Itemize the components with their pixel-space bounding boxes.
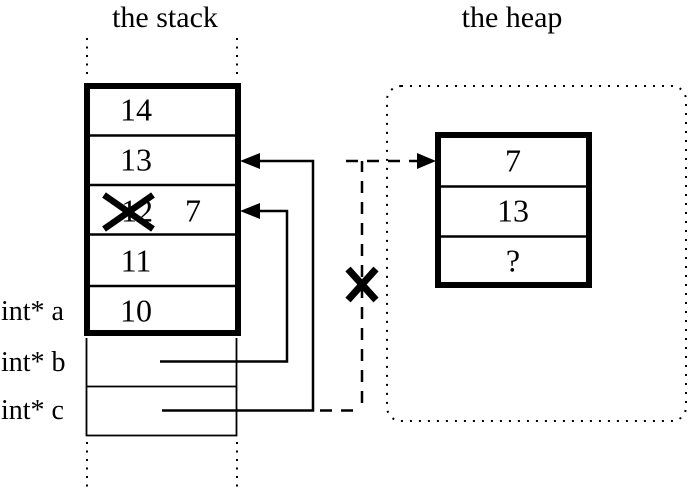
pointer-label-c: int* c <box>1 395 64 426</box>
stack-title: the stack <box>112 1 218 34</box>
heap-cell-value: ? <box>505 242 521 279</box>
pointer-c-wire <box>162 159 315 412</box>
pointer-b-arrowhead-icon <box>240 203 260 219</box>
heap-region-dotted-outline <box>386 85 687 422</box>
stack-cell-value: 13 <box>120 141 152 178</box>
stack-frame-box <box>84 83 241 336</box>
heap-block-box <box>435 132 592 288</box>
crossed-out-pointer-x-icon <box>345 266 379 303</box>
stack-cell-old-value-crossed: 12 <box>121 192 153 229</box>
stack-cell-value: 14 <box>120 91 152 128</box>
pointer-c-arrowhead-icon <box>240 153 260 169</box>
crossed-out-value-x-icon <box>102 192 155 232</box>
pointer-label-a: int* a <box>1 296 64 327</box>
stack-cell-new-value: 7 <box>185 192 201 229</box>
heap-cell-value: 13 <box>497 192 529 229</box>
heap-title: the heap <box>461 1 563 34</box>
dangling-pointer-dashed-wire <box>320 159 418 412</box>
stack-cell-value: 11 <box>120 242 152 279</box>
pointer-b-wire <box>160 209 289 363</box>
dangling-pointer-arrowhead-icon <box>417 153 436 169</box>
stack-cell-value: 10 <box>120 292 152 329</box>
heap-cell-value: 7 <box>505 142 521 179</box>
pointer-label-b: int* b <box>1 347 66 378</box>
